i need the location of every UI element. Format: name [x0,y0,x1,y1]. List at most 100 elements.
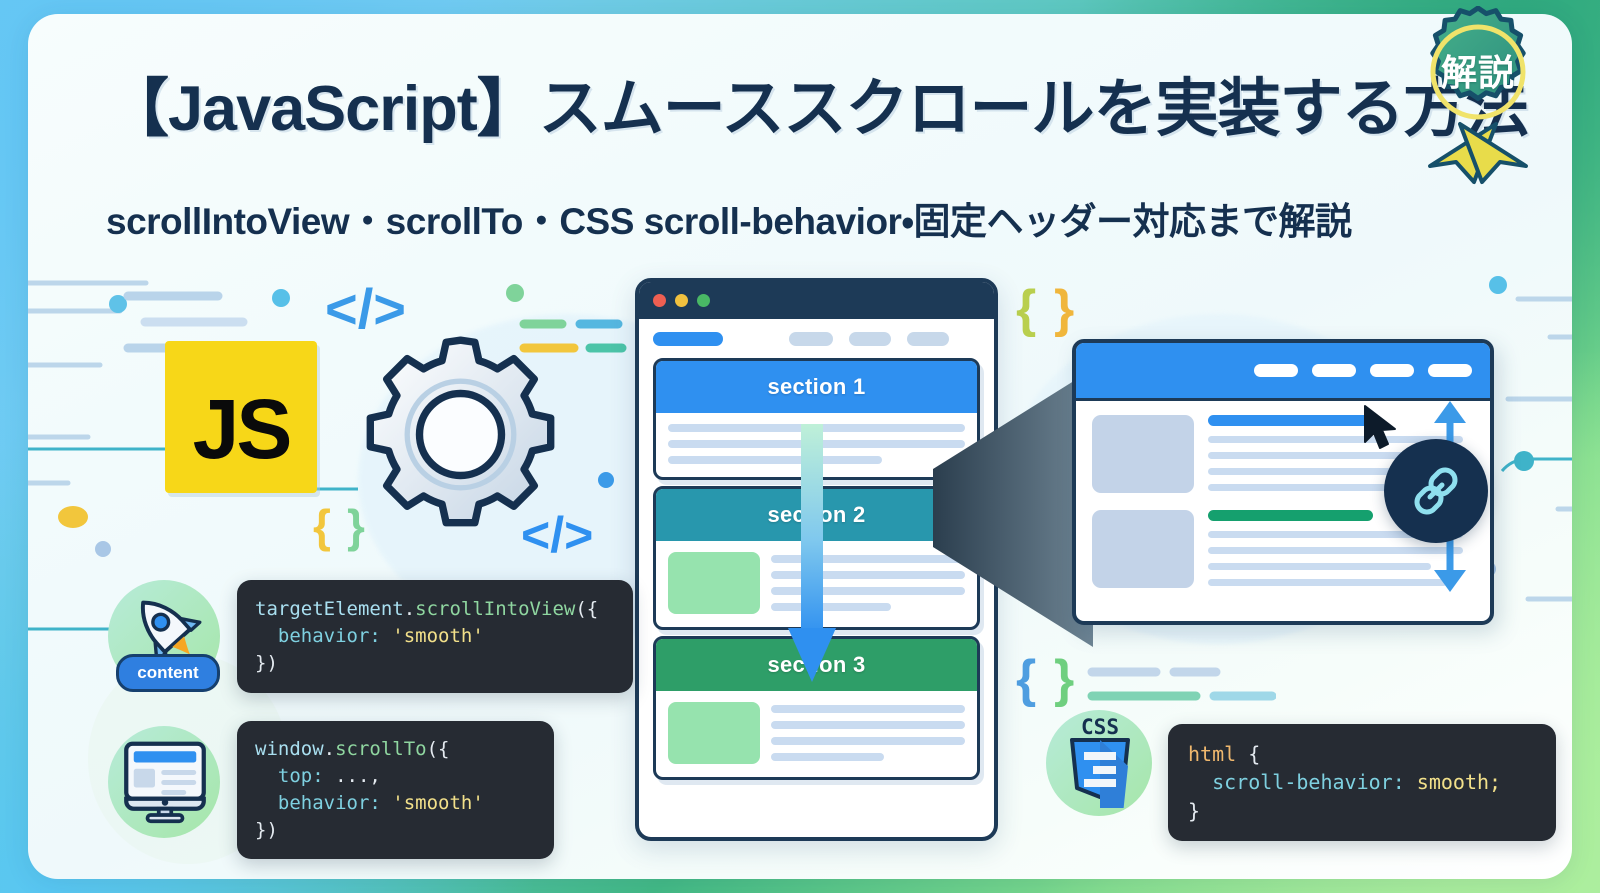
text-line [771,705,965,713]
section-text-lines [771,552,965,611]
decor-brace-bottom-right: { } [1016,650,1074,708]
panel-text-lines [1208,510,1474,588]
text-line [1208,436,1464,443]
content-card: </> </> { } { } { } [28,14,1572,879]
section-text-lines [771,702,965,761]
header-nav-pill[interactable] [1254,364,1298,377]
monitor-icon-background [108,726,220,838]
section-3-body [656,691,977,777]
javascript-logo-label: JS [192,382,293,476]
code-punct: }) [255,651,278,674]
section-thumbnail [668,702,760,764]
text-line [1208,579,1448,586]
decor-dot-blue [598,472,614,488]
code-punct: }) [255,818,278,841]
text-line [771,587,965,595]
text-line [668,456,882,464]
text-line [771,571,965,579]
window-dot-yellow [675,294,688,307]
code-object: targetElement [255,598,404,620]
down-arrow-icon [788,424,836,682]
text-line [1208,531,1464,538]
code-string: 'smooth' [380,624,484,647]
cursor-arrow-icon [1364,405,1396,449]
svg-text:{: { [1016,650,1036,708]
code-punct: { [1236,742,1261,766]
code-angle-icon-mid: </> [521,507,594,563]
text-line [771,737,965,745]
css-scroll-behavior-snippet: html { scroll-behavior: smooth; } [1168,724,1556,842]
browser-navbar [639,319,994,352]
text-line [1208,484,1400,491]
panel-thumbnail [1092,510,1194,588]
code-function: scrollIntoView [415,598,576,620]
title-highlight: スムーススクロール [538,74,1095,144]
title-bracketed: 【JavaScript】 [106,74,540,144]
content-badge: content [116,654,220,692]
nav-pill-active[interactable] [653,332,723,346]
code-string: 'smooth' [380,791,484,814]
scrollIntoView-snippet: targetElement.scrollIntoView({ behavior:… [237,580,633,693]
decor-dashes-lower-right [1087,667,1276,701]
svg-text:{: { [313,500,331,552]
code-selector: html [1188,742,1237,766]
code-value: ..., [323,764,381,787]
code-object: window [255,738,324,760]
code-punct: ({ [575,598,599,620]
panel-thumbnail [1092,415,1194,493]
page-title: 【JavaScript】スムーススクロールを実装する方法 [28,76,1572,143]
link-icon-badge [1384,439,1488,543]
page-subtitle: scrollIntoView・scrollTo・CSS scroll-behav… [106,201,1352,242]
decor-dot-green [506,284,524,302]
panel-row [1092,415,1474,493]
badge-label: 解説 [1440,52,1515,93]
rosette-icon [1428,5,1528,184]
text-line [771,753,884,761]
panel-heading-bar [1208,510,1373,521]
text-line [771,603,892,611]
link-icon [1414,467,1458,515]
code-key: behavior: [255,624,381,647]
panel-row [1092,510,1474,588]
svg-text:{: { [1016,280,1036,338]
code-punct: } [1188,798,1201,823]
magnify-cone [933,369,1093,647]
code-angle-icon-left: </> [325,277,406,340]
browser-titlebar [639,282,994,319]
panel-heading-bar [1208,415,1373,426]
code-key: scroll-behavior: [1188,770,1405,795]
code-function: scrollTo [335,738,427,760]
gear-icon [366,336,555,527]
nav-pill-2[interactable] [849,332,891,346]
panel-content [1076,401,1490,602]
title-highlight-wrap: スムーススクロール [536,74,1096,144]
scrollTo-snippet: window.scrollTo({ top: ..., behavior: 's… [237,721,554,859]
code-key: behavior: [255,791,381,814]
window-dot-red [653,294,666,307]
nav-pill-1[interactable] [789,332,833,346]
svg-text:}: } [1054,280,1074,338]
code-key: top: [255,764,324,787]
section-2-body [656,541,977,627]
code-punct: . [403,598,416,620]
panel-fixed-header [1076,343,1490,401]
header-nav-pill[interactable] [1428,364,1472,377]
text-line [771,555,965,563]
section-1-title: section 1 [656,361,977,413]
css-logo-background [1046,710,1152,816]
text-line [1208,547,1464,554]
header-nav-pill[interactable] [1312,364,1356,377]
svg-text:}: } [1054,650,1074,708]
section-thumbnail [668,552,760,614]
window-dot-green [697,294,710,307]
code-punct: . [323,738,336,760]
header-nav-pill[interactable] [1370,364,1414,377]
kaisetsu-badge: 解説 [1404,5,1572,188]
nav-pill-3[interactable] [907,332,949,346]
text-line [771,721,965,729]
javascript-logo: JS [165,341,317,493]
text-line [1208,563,1432,570]
text-line [1208,452,1464,459]
panel-text-lines [1208,415,1474,493]
